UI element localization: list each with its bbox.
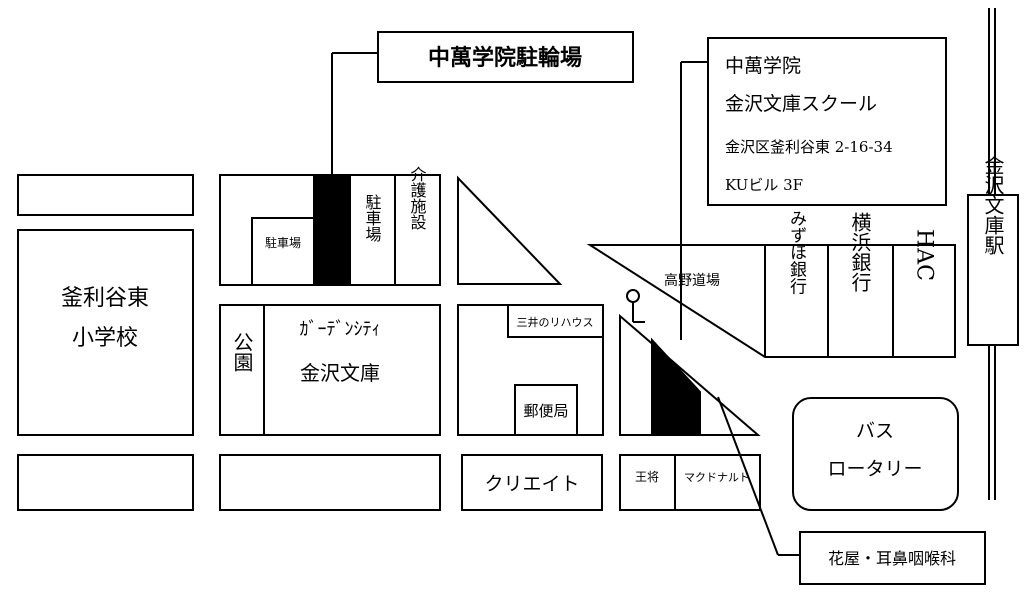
mitsui-label: 三井のリハウス [517,315,594,329]
garden-city-label-1: ｶﾞｰﾃﾞﾝｼﾃｨ [300,319,381,340]
mcdonalds-label: マクドナルド [684,471,750,484]
parking-lot [251,217,315,286]
hac-label: HAC [912,229,937,281]
mcdonalds [674,454,761,511]
elementary-school-label-1: 釜利谷東 [61,286,149,311]
block-top-left [17,174,194,216]
triangle-block [457,175,563,285]
care-facility [394,174,441,286]
school-building: KUビル 3F [725,176,803,194]
pin-icon [626,289,640,303]
takano-dojo-label: 高野道場 [664,272,720,289]
create-store [461,454,603,511]
park-label: 公園 [230,332,254,372]
school-address: 金沢区釜利谷東 2-16-34 [725,138,893,156]
yokohama-bank-label: 横浜銀行 [848,212,872,292]
school-callout [707,37,947,206]
post-office [514,384,578,436]
block-bottom-left [17,454,194,511]
elementary-school-block [17,229,194,436]
bus-label-2: ロータリー [827,458,922,480]
elementary-school-label-2: 小学校 [72,326,138,351]
parking-vertical [349,174,396,286]
station [967,194,1019,346]
mizuho-label: みずほ銀行 [786,210,807,296]
garden-city-label-2: 金沢文庫 [300,361,380,385]
bicycle-parking-text: 中萬学院駐輪場 [428,45,582,71]
flower-callout-line-diag [717,396,779,556]
school-building-marker [651,337,701,436]
bus-rotary [792,397,959,511]
bus-label-1: バス [856,420,894,442]
care-facility-label: 介護施設 [408,166,427,230]
create-label: クリエイト [484,473,579,495]
station-label: 金沢文庫駅 [981,155,1005,256]
school-name-2: 金沢文庫スクール [725,93,877,115]
parking-label: 駐車場 [265,235,301,250]
ohsho [619,454,676,511]
flower-ent-callout [799,531,986,585]
block-bottom-middle [219,454,441,511]
garden-city-block [219,304,441,436]
post-office-label: 郵便局 [523,402,568,420]
flower-ent-text: 花屋・耳鼻咽喉科 [828,549,956,568]
parking-vertical-label: 駐車場 [363,194,382,243]
bicycle-parking-marker [313,174,351,286]
mitsui-rehouse [507,304,604,338]
bicycle-parking-callout [377,31,634,83]
school-name-1: 中萬学院 [725,55,801,77]
ohsho-label: 王将 [635,470,659,484]
